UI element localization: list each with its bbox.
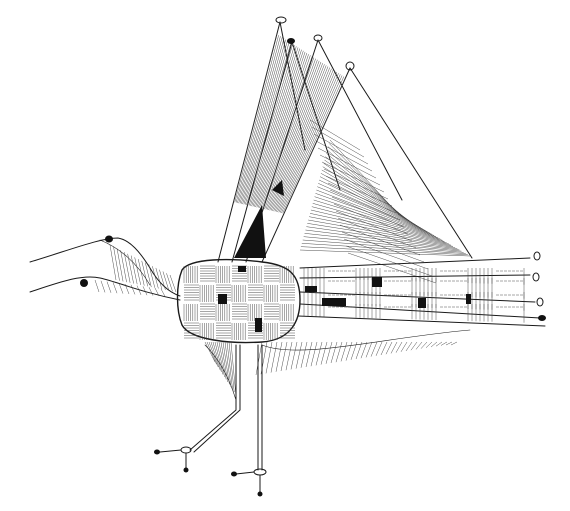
bird-wings [217,16,473,284]
eye-upper [105,235,113,243]
bird-head [29,235,181,301]
bird-underbody-shading [204,329,471,401]
eye-lower [80,279,88,287]
bird-legs [154,344,267,497]
bird-tail [297,251,546,327]
bird-body [176,258,301,344]
